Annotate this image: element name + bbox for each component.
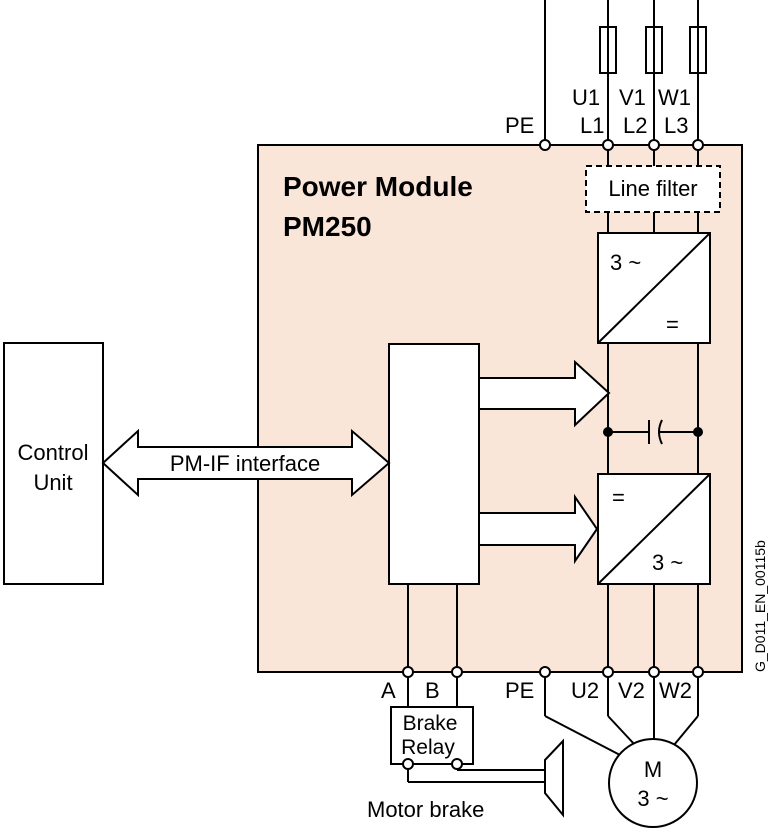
rectifier-dc-label: = bbox=[666, 312, 679, 337]
relay-terminal-2 bbox=[451, 758, 463, 770]
terminal-l2-label: L2 bbox=[623, 113, 647, 138]
brake-relay-line2: Relay bbox=[401, 736, 455, 759]
rectifier-ac-label: 3 ~ bbox=[610, 250, 641, 275]
motor-brake-label: Motor brake bbox=[367, 797, 484, 822]
motor-connections bbox=[544, 715, 699, 756]
terminal-l3-label: L3 bbox=[664, 113, 688, 138]
inverter-dc-label: = bbox=[612, 485, 625, 510]
terminal-v1-label: V1 bbox=[619, 85, 646, 110]
terminal-v2 bbox=[648, 666, 660, 678]
line-filter-label: Line filter bbox=[608, 176, 697, 201]
terminal-l2 bbox=[648, 139, 660, 151]
terminal-b bbox=[451, 666, 463, 678]
terminal-u1-label: U1 bbox=[572, 85, 600, 110]
relay-terminal-1 bbox=[402, 758, 414, 770]
control-unit-line1: Control bbox=[18, 440, 89, 465]
terminal-w1-label: W1 bbox=[658, 85, 691, 110]
terminal-v2-label: V2 bbox=[618, 678, 645, 703]
arrow-to-rectifier bbox=[478, 359, 611, 428]
terminal-u2-label: U2 bbox=[571, 678, 599, 703]
terminal-w2 bbox=[692, 666, 704, 678]
line-filter-box bbox=[585, 165, 721, 213]
control-unit-box bbox=[3, 342, 104, 585]
brake-wires bbox=[407, 764, 545, 783]
terminal-b-label: B bbox=[425, 678, 440, 703]
brake-relay-box bbox=[390, 706, 474, 765]
module-title-line2: PM250 bbox=[283, 211, 372, 242]
inverter-ac-label: 3 ~ bbox=[652, 550, 683, 575]
terminal-l1-label: L1 bbox=[580, 113, 604, 138]
terminal-u2 bbox=[602, 666, 614, 678]
motor-line1: M bbox=[644, 757, 662, 782]
dc-link bbox=[603, 343, 703, 474]
motor-brake-icon bbox=[544, 738, 564, 818]
pm-if-double-arrow bbox=[101, 428, 391, 498]
terminal-a-label: A bbox=[381, 678, 396, 703]
terminal-l3 bbox=[692, 139, 704, 151]
terminal-pe-bottom-label: PE bbox=[505, 678, 534, 703]
terminals bbox=[402, 139, 704, 770]
terminal-l1 bbox=[602, 139, 614, 151]
motor-icon bbox=[608, 738, 698, 828]
terminal-pe-bottom bbox=[539, 666, 551, 678]
control-unit-line2: Unit bbox=[33, 470, 72, 495]
motor-line2: 3 ~ bbox=[637, 786, 668, 811]
terminal-w2-label: W2 bbox=[659, 678, 692, 703]
arrow-to-inverter bbox=[478, 493, 599, 565]
terminal-pe-top bbox=[539, 139, 551, 151]
brake-relay-line1: Brake bbox=[403, 712, 458, 735]
module-title-line1: Power Module bbox=[283, 171, 473, 202]
control-electronics-block bbox=[388, 343, 480, 585]
terminal-a bbox=[402, 666, 414, 678]
internal-output-lines bbox=[607, 584, 699, 672]
pm-if-interface-label: PM-IF interface bbox=[170, 451, 320, 476]
terminal-pe-top-label: PE bbox=[505, 113, 534, 138]
fuses bbox=[599, 26, 707, 74]
drawing-code-label: G_D011_EN_00115b bbox=[752, 540, 768, 672]
